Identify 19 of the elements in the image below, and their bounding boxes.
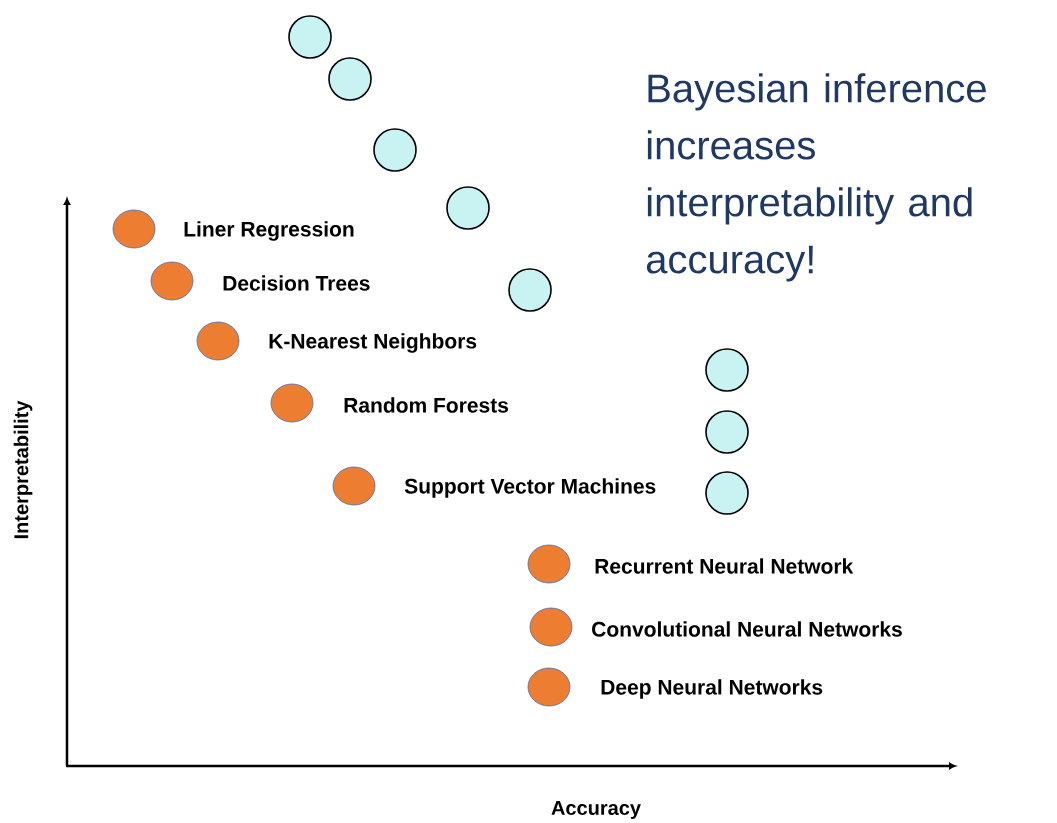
axis-label: Interpretability	[13, 400, 33, 539]
method-label: Recurrent Neural Network	[595, 558, 854, 574]
method-label: Liner Regression	[184, 221, 354, 241]
method-label: Decision Trees	[223, 275, 370, 291]
circle	[705, 410, 749, 454]
method-label: Convolutional Neural Networks	[592, 621, 902, 637]
circle	[373, 128, 417, 172]
circle	[328, 57, 372, 101]
circle	[705, 471, 749, 515]
method-label: Random Forests	[344, 397, 508, 413]
circle	[288, 15, 332, 59]
method-label: Deep Neural Networks	[601, 679, 823, 699]
headline: Bayesian inference increases interpretability and accuracy!	[646, 73, 986, 282]
method-label: K-Nearest Neighbors	[269, 333, 477, 353]
axis-label: Accuracy	[551, 801, 641, 819]
method-label: Support Vector Machines	[404, 478, 656, 498]
circle	[705, 348, 749, 392]
circle	[508, 268, 552, 312]
circle	[446, 186, 490, 230]
